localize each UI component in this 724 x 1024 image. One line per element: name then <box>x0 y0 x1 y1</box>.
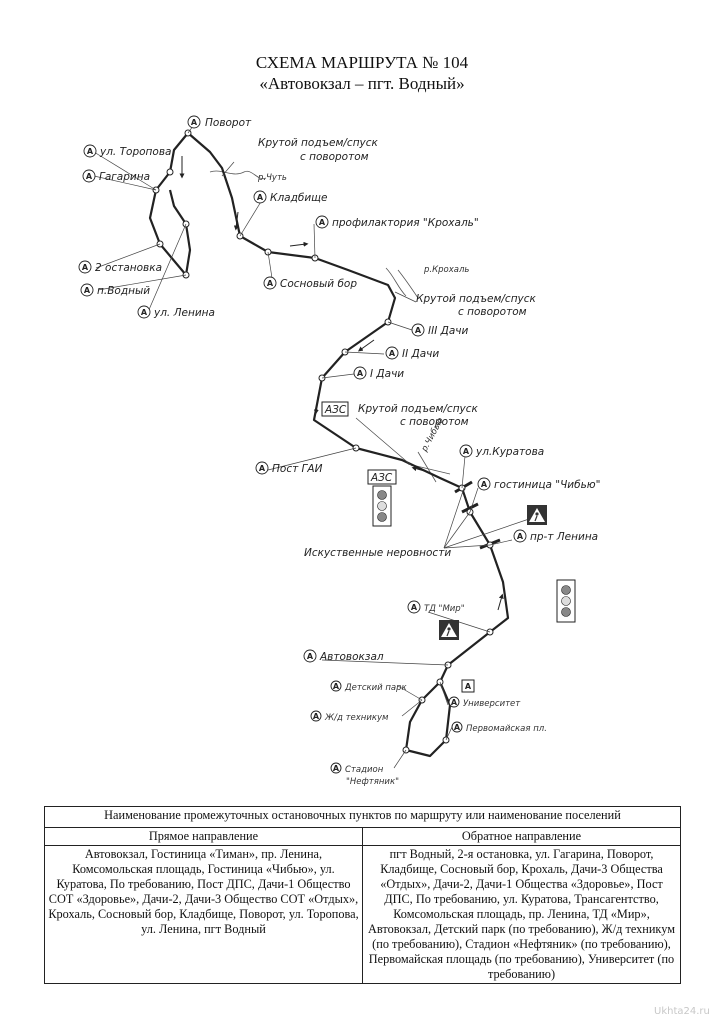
label-avtovokzal: Автовокзал <box>319 651 384 663</box>
svg-text:А: А <box>481 480 488 489</box>
note-climb-3b: с поворотом <box>400 416 469 428</box>
svg-text:А: А <box>191 118 198 127</box>
note-climb-1: Крутой подъем/спуск <box>258 137 379 149</box>
note-climb-2: Крутой подъем/спуск <box>416 293 537 305</box>
pedestrian-crossing-icon <box>439 620 459 640</box>
svg-text:А: А <box>259 464 266 473</box>
table-header: Наименование промежуточных остановочных … <box>44 806 681 828</box>
river-chibyu <box>417 451 437 483</box>
bus-station-box <box>461 679 475 693</box>
stops-table: Наименование промежуточных остановочных … <box>44 806 681 984</box>
label-gai: Пост ГАИ <box>272 463 323 475</box>
svg-text:А: А <box>389 349 396 358</box>
label-dachi2: II Дачи <box>402 348 439 360</box>
label-prof: профилактория "Крохаль" <box>332 217 479 229</box>
map-subtitle: «Автовокзал – пгт. Водный» <box>259 74 465 93</box>
label-pr-lenina: пр-т Ленина <box>530 531 598 543</box>
traffic-light-icon <box>556 579 576 623</box>
svg-text:А: А <box>87 147 94 156</box>
label-kladbische: Кладбище <box>270 192 328 204</box>
river-chut <box>209 170 267 180</box>
svg-text:А: А <box>333 682 340 691</box>
svg-text:А: А <box>333 764 340 773</box>
badge-povorot: А <box>187 115 201 129</box>
svg-text:А: А <box>454 723 461 732</box>
svg-text:А: А <box>313 712 320 721</box>
note-climb-2b: с поворотом <box>458 306 527 318</box>
map-title: СХЕМА МАРШРУТА № 104 <box>255 53 469 72</box>
svg-text:А: А <box>463 447 470 456</box>
label-kuratova: ул.Куратова <box>475 446 544 458</box>
azs-box-1 <box>321 401 349 417</box>
svg-text:АЗС: АЗС <box>370 472 393 484</box>
label-lenina: ул. Ленина <box>153 307 215 319</box>
label-povorot: Поворот <box>205 117 252 129</box>
label-pervomay: Первомайская пл. <box>466 724 547 734</box>
pedestrian-crossing-icon <box>527 505 547 525</box>
col-backward-header: Обратное направление <box>362 827 681 846</box>
note-bumps: Искуственные неровности <box>304 547 451 559</box>
svg-text:А: А <box>141 308 148 317</box>
svg-text:АЗС: АЗС <box>324 404 347 416</box>
label-stadion: Стадион <box>345 765 384 775</box>
svg-text:А: А <box>267 279 274 288</box>
river-krokhal <box>385 267 407 297</box>
label-detsky: Детский парк <box>344 683 408 693</box>
label-sosnovy: Сосновый бор <box>280 278 357 290</box>
svg-text:А: А <box>415 326 422 335</box>
label-river-krokhal: р.Крохаль <box>423 265 469 275</box>
svg-text:А: А <box>86 172 93 181</box>
svg-text:А: А <box>319 218 326 227</box>
label-universitet: Университет <box>463 699 521 709</box>
svg-text:А: А <box>357 369 364 378</box>
label-dachi1: I Дачи <box>370 368 404 380</box>
label-gagarina: Гагарина <box>99 171 150 183</box>
svg-text:А: А <box>307 652 314 661</box>
svg-text:А: А <box>517 532 524 541</box>
label-ostanovka2: 2 остановка <box>95 262 162 274</box>
label-river-chut: р.Чуть <box>257 173 287 183</box>
svg-text:А: А <box>411 603 418 612</box>
svg-text:А: А <box>82 263 89 272</box>
col-forward-header: Прямое направление <box>44 827 363 846</box>
label-zhd: Ж/д техникум <box>324 713 389 723</box>
route-map: А Поворот А ул. Торопова А Гагарина А Кл… <box>78 115 600 787</box>
svg-text:А: А <box>465 682 472 691</box>
note-climb-1b: с поворотом <box>300 151 369 163</box>
label-toropova: ул. Торопова <box>99 146 171 158</box>
azs-box-2 <box>367 469 397 485</box>
label-vodny: п.Водный <box>97 285 150 297</box>
label-td-mir: ТД "Мир" <box>424 604 465 614</box>
note-climb-3: Крутой подъем/спуск <box>358 403 479 415</box>
backward-stops-cell: пгт Водный, 2-я остановка, ул. Гагарина,… <box>362 845 681 984</box>
label-stadion-name: "Нефтяник" <box>346 777 399 787</box>
svg-text:А: А <box>257 193 264 202</box>
label-chibyu: гостиница "Чибью" <box>494 479 600 491</box>
svg-text:А: А <box>84 286 91 295</box>
label-dachi3: III Дачи <box>428 325 468 337</box>
forward-stops-cell: Автовокзал, Гостиница «Тиман», пр. Ленин… <box>44 845 363 984</box>
svg-text:А: А <box>451 698 458 707</box>
traffic-light-icon <box>372 485 392 527</box>
watermark: Ukhta24.ru <box>654 1006 710 1017</box>
